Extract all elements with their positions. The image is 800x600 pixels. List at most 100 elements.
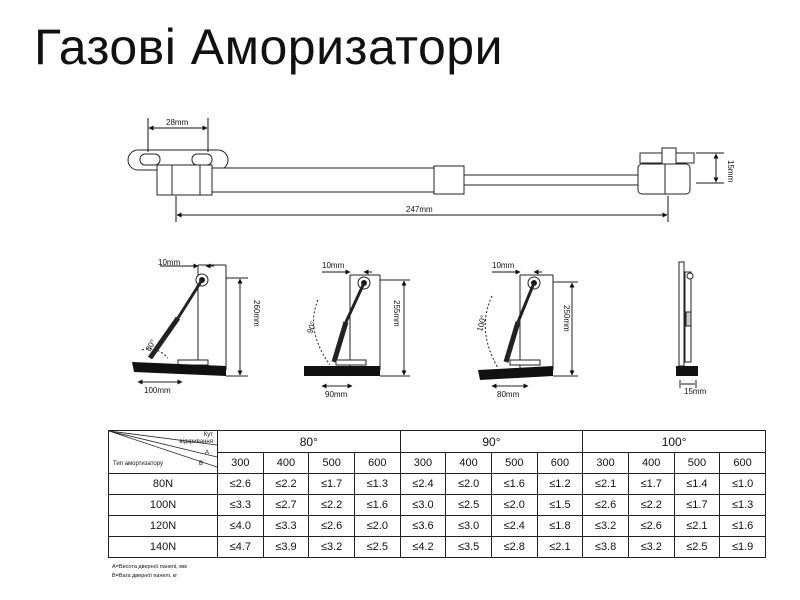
weight-cell: ≤2.6 [627,515,675,537]
weight-cell: ≤2.1 [582,473,629,495]
table-row: 140N≤4.7≤3.9≤3.2≤2.5≤4.2≤3.5≤2.8≤2.1≤3.8… [108,536,766,558]
gas-strut-drawing [127,147,695,196]
closed-bottom-dim: 15mm [684,387,707,396]
weight-cell: ≤2.4 [399,473,447,495]
height-header: 400 [262,452,310,474]
weight-cell: ≤1.6 [353,494,401,516]
corner-diagonals [109,431,217,468]
weight-cell: ≤3.0 [399,494,447,516]
height-header: 300 [582,452,629,474]
weight-cell: ≤1.0 [719,473,766,495]
page-title: Газові Аморизатори [34,19,504,75]
weight-cell: ≤3.5 [445,536,492,558]
weight-cell: ≤2.1 [673,515,721,537]
weight-cell: ≤4.7 [217,536,264,558]
table-row: 100N≤3.3≤2.7≤2.2≤1.6≤3.0≤2.5≤2.0≤1.5≤2.6… [108,494,766,516]
opening-view-80: 10mm 260mm 100mm 80° [132,258,261,395]
note-a: A=Висота дверної панелі, мм [112,564,187,570]
weight-cell: ≤2.4 [490,515,538,537]
weight-cell: ≤2.0 [445,473,492,495]
height-header: 600 [353,452,401,474]
height-header: 500 [673,452,721,474]
strut-type-cell: 140N [108,536,218,558]
table-row: 80N≤2.6≤2.2≤1.7≤1.3≤2.4≤2.0≤1.6≤1.2≤2.1≤… [108,473,766,495]
height-header: 500 [490,452,538,474]
weight-cell: ≤2.1 [536,536,584,558]
strut-type-cell: 120N [108,515,218,537]
weight-cell: ≤2.0 [353,515,401,537]
height-header: 400 [445,452,492,474]
view80-bottom-dim: 100mm [144,386,171,395]
opening-view-90: 10mm 255mm 90mm 90° [304,261,410,399]
technical-drawings: 28mm 247mm 15mm 10mm 260mm 100mm 80° [127,118,735,399]
dim-mount-width: 28mm [166,118,189,127]
view90-angle: 90° [305,320,318,334]
weight-cell: ≤1.9 [719,536,766,558]
weight-cell: ≤3.3 [262,515,310,537]
weight-cell: ≤1.7 [673,494,721,516]
corner-open: відкривання [179,439,213,445]
table-body: 80N≤2.6≤2.2≤1.7≤1.3≤2.4≤2.0≤1.6≤1.2≤2.1≤… [108,473,766,558]
weight-cell: ≤1.8 [536,515,584,537]
weight-cell: ≤2.2 [262,473,310,495]
weight-cell: ≤3.2 [627,536,675,558]
weight-cell: ≤2.2 [308,494,355,516]
corner-b: B [198,461,203,467]
weight-cell: ≤3.2 [308,536,355,558]
view80-height-dim: 260mm [252,300,261,327]
weight-cell: ≤1.3 [719,494,766,516]
top-dimensions [147,118,724,222]
view100-top-dim: 10mm [492,261,515,270]
table-notes: A=Висота дверної панелі, мм B=Вага дверн… [112,563,187,581]
view100-angle: 100° [475,314,488,332]
view90-top-dim: 10mm [322,261,345,270]
weight-cell: ≤2.5 [445,494,492,516]
view90-bottom-dim: 90mm [325,390,348,399]
weight-cell: ≤3.0 [445,515,492,537]
weight-cell: ≤2.2 [627,494,675,516]
weight-cell: ≤4.2 [399,536,447,558]
view100-bottom-dim: 80mm [497,390,520,399]
weight-cell: ≤1.2 [536,473,584,495]
table-row: 120N≤4.0≤3.3≤2.6≤2.0≤3.6≤3.0≤2.4≤1.8≤3.2… [108,515,766,537]
weight-cell: ≤1.7 [627,473,675,495]
dim-height: 15mm [726,160,735,183]
weight-cell: ≤3.9 [262,536,310,558]
weight-cell: ≤1.6 [490,473,538,495]
view90-height-dim: 255mm [392,300,401,327]
spec-table: Кут відкривання A B Тип амортизатору 80°… [108,430,766,558]
angle-header-80: 80° [217,430,401,453]
weight-cell: ≤2.6 [308,515,355,537]
angle-header-90: 90° [399,430,584,453]
weight-cell: ≤2.6 [217,473,264,495]
table-corner: Кут відкривання A B Тип амортизатору [108,430,218,474]
weight-cell: ≤1.7 [308,473,355,495]
height-header: 500 [308,452,355,474]
height-header: 300 [399,452,447,474]
weight-cell: ≤2.5 [673,536,721,558]
weight-cell: ≤1.5 [536,494,584,516]
opening-view-100: 10mm 250mm 80mm 100° [475,261,578,399]
height-header: 600 [536,452,584,474]
weight-cell: ≤4.0 [217,515,264,537]
weight-cell: ≤2.8 [490,536,538,558]
closed-side-view: 15mm [676,261,707,396]
weight-cell: ≤1.6 [719,515,766,537]
weight-cell: ≤3.3 [217,494,264,516]
height-header: 400 [627,452,675,474]
height-header: 300 [217,452,264,474]
weight-cell: ≤2.0 [490,494,538,516]
angle-header-100: 100° [582,430,766,453]
corner-kut: Кут [203,432,213,438]
weight-cell: ≤1.4 [673,473,721,495]
view100-height-dim: 250mm [562,305,571,332]
corner-type: Тип амортизатору [113,461,164,467]
weight-cell: ≤2.6 [582,494,629,516]
weight-cell: ≤2.5 [353,536,401,558]
weight-cell: ≤3.2 [582,515,629,537]
weight-cell: ≤3.6 [399,515,447,537]
weight-cell: ≤2.7 [262,494,310,516]
strut-type-cell: 80N [108,473,218,495]
weight-cell: ≤3.8 [582,536,629,558]
corner-a: A [204,450,209,456]
